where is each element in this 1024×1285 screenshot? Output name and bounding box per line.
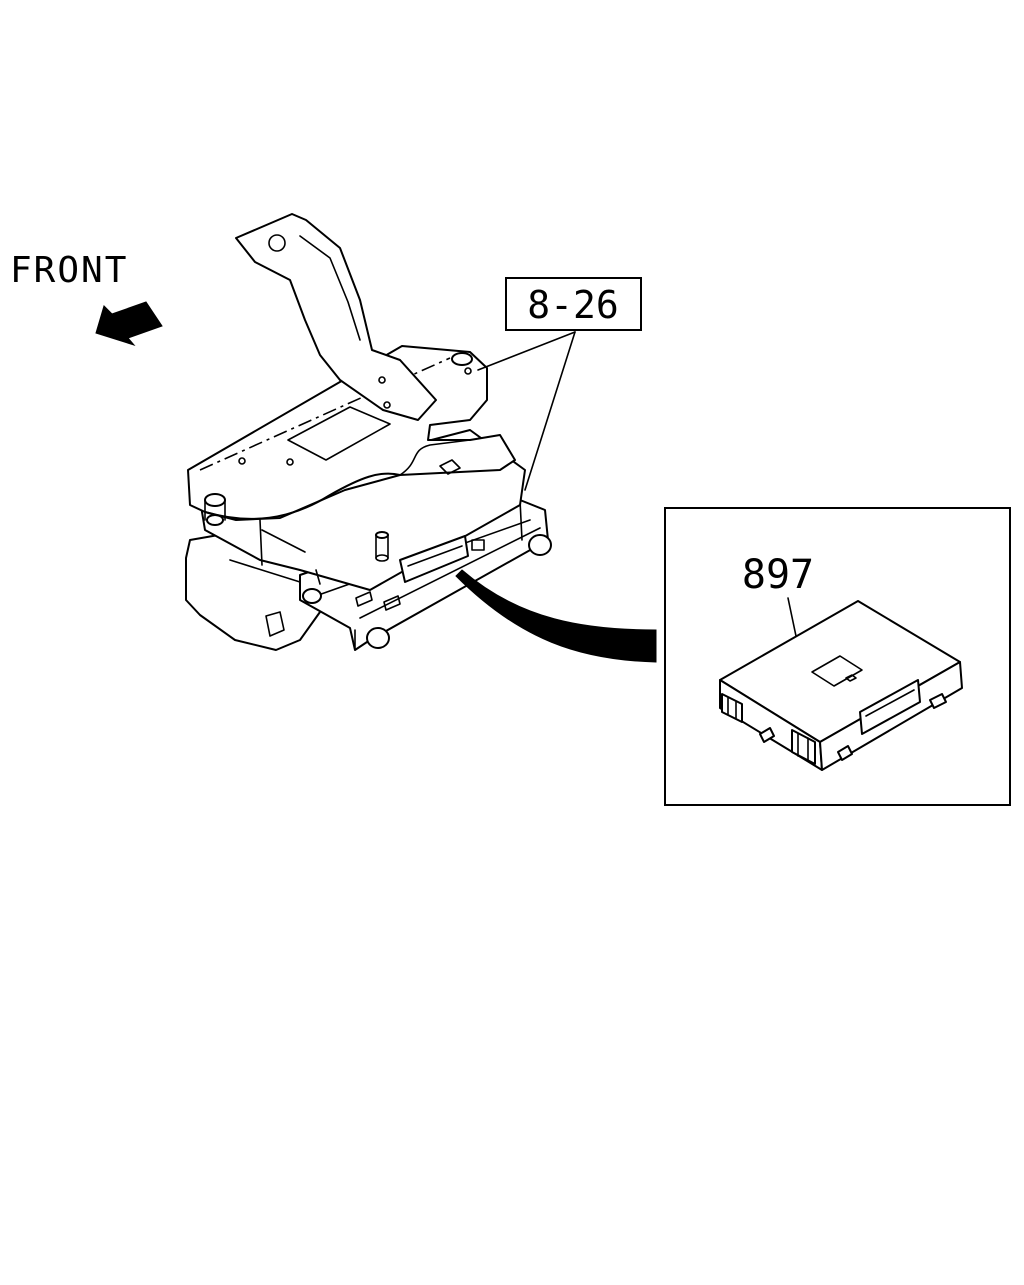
assembly-reference-box [505, 277, 642, 331]
assembly-reference-label: 8-26 [527, 283, 619, 327]
control-module-drawing [719, 600, 963, 771]
assembly-leader-line-right [524, 331, 576, 491]
detail-pointer [455, 569, 657, 663]
part-detail-panel: 897 [664, 507, 1011, 806]
front-arrow-icon [95, 301, 163, 347]
front-label: FRONT [10, 250, 128, 291]
part-leader-line [787, 597, 797, 637]
assembly-reference-callout: 8-26 [477, 277, 642, 491]
main-assembly-drawing [185, 213, 552, 651]
assembly-leader-line-left [477, 331, 576, 371]
front-direction-indicator: FRONT [10, 250, 163, 347]
part-number-label: 897 [742, 552, 814, 598]
